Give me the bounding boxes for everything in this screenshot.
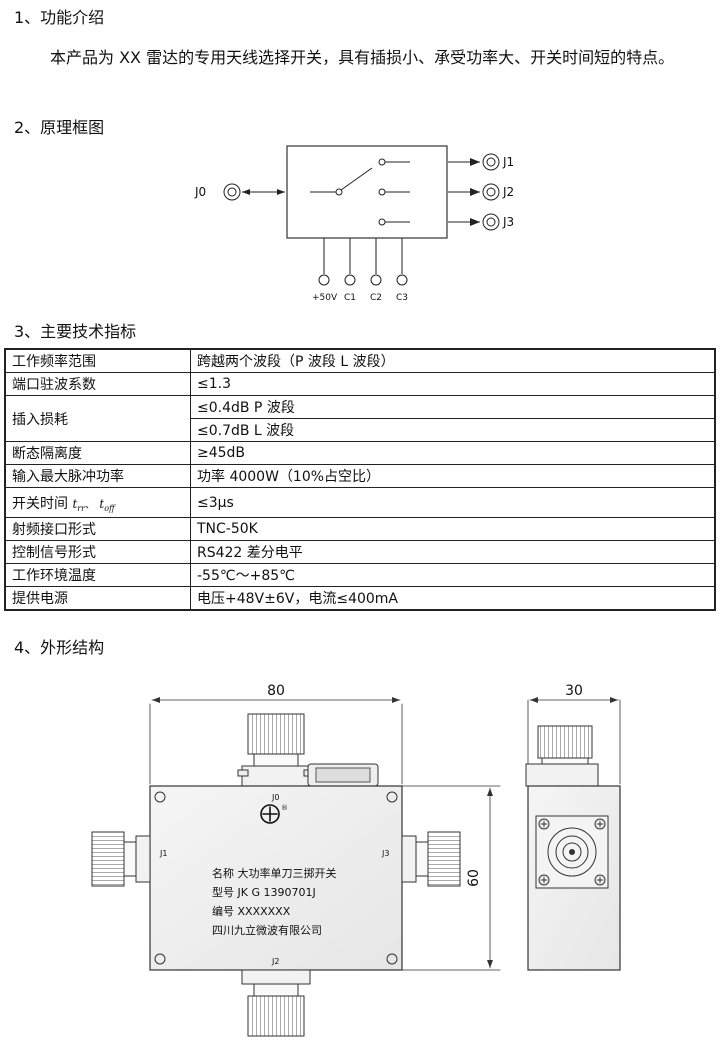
- pin-c2-label: C2: [370, 293, 382, 303]
- port-j1-icon: [482, 153, 500, 171]
- spec-value: ≤3μs: [190, 487, 716, 518]
- connector-j0-thread: [247, 713, 305, 755]
- body-port-j1-label: J1: [159, 849, 167, 858]
- body-port-j3-label: J3: [381, 849, 389, 858]
- nameplate-line-3: 编号 XXXXXXX: [212, 904, 291, 918]
- section-4-title: 4、外形结构: [14, 638, 105, 657]
- connector-j2-thread: [247, 995, 305, 1037]
- switch-box: [286, 145, 448, 239]
- registered-mark: ®: [281, 804, 288, 812]
- table-row: 输入最大脉冲功率功率 4000W（10%占空比）: [4, 464, 716, 488]
- table-row: 断态隔离度≥45dB: [4, 441, 716, 465]
- company-logo-icon: [260, 804, 280, 824]
- spec-value: ≤0.4dB P 波段: [190, 395, 716, 419]
- table-row: ≤0.7dB L 波段: [5, 418, 716, 442]
- spec-table: 工作频率范围跨越两个波段（P 波段 L 波段） 端口驻波系数≤1.3 插入损耗≤…: [4, 348, 716, 611]
- connector-j3-thread: [427, 831, 461, 887]
- spec-key: 提供电源: [4, 586, 191, 611]
- table-row: 工作频率范围跨越两个波段（P 波段 L 波段）: [4, 348, 716, 373]
- pin-c1-label: C1: [344, 293, 356, 303]
- port-j2-label: J2: [502, 185, 514, 199]
- spec-value: -55℃～+85℃: [190, 563, 716, 587]
- table-row: 插入损耗≤0.4dB P 波段: [4, 395, 716, 442]
- port-j0-icon: [223, 183, 241, 201]
- table-row: 端口驻波系数≤1.3: [4, 372, 716, 396]
- spec-key: 工作频率范围: [4, 348, 191, 373]
- spec-value: TNC-50K: [190, 517, 716, 541]
- section-2-title: 2、原理框图: [14, 118, 105, 137]
- spec-key: 射频接口形式: [4, 517, 191, 541]
- port-j0-label: J0: [194, 185, 206, 199]
- nameplate-line-4: 四川九立微波有限公司: [212, 923, 322, 937]
- height-dimension-label: 60: [466, 869, 482, 887]
- port-j1-label: J1: [502, 155, 514, 169]
- body-port-j0-label: J0: [271, 793, 279, 802]
- spec-value: 电压+48V±6V，电流≤400mA: [190, 586, 716, 611]
- spec-key: 端口驻波系数: [4, 372, 191, 396]
- pin-c3-label: C3: [396, 293, 408, 303]
- t-rr-subscript: rr: [77, 503, 85, 513]
- switch-time-label: 开关时间: [12, 495, 68, 512]
- spec-value: 跨越两个波段（P 波段 L 波段）: [190, 348, 716, 373]
- symbol-separator: 、: [84, 499, 95, 511]
- spec-value: ≤1.3: [190, 372, 716, 396]
- nameplate-line-1: 名称 大功率单刀三掷开关: [212, 866, 337, 880]
- section-1-text-content: 本产品为 XX 雷达的专用天线选择开关，具有插损小、承受功率大、开关时间短的特点…: [50, 48, 675, 67]
- section-1-title: 1、功能介绍: [14, 8, 105, 27]
- side-connector-thread: [537, 725, 593, 759]
- spec-key: 断态隔离度: [4, 441, 191, 465]
- spec-value: 功率 4000W（10%占空比）: [190, 464, 716, 488]
- port-j2-icon: [482, 183, 500, 201]
- t-symbol: t: [99, 496, 105, 511]
- section-1-text: 本产品为 XX 雷达的专用天线选择开关，具有插损小、承受功率大、开关时间短的特点…: [14, 44, 710, 72]
- t-symbol: t: [72, 496, 78, 511]
- body-port-j2-label: J2: [271, 957, 279, 966]
- port-j3-label: J3: [502, 215, 514, 229]
- port-j3-icon: [482, 213, 500, 231]
- spec-key: 控制信号形式: [4, 540, 191, 564]
- spec-value: ≥45dB: [190, 441, 716, 465]
- switch-body: [149, 785, 403, 971]
- spec-key: 输入最大脉冲功率: [4, 464, 191, 488]
- table-row: 开关时间 trr、 toff≤3μs: [4, 487, 716, 518]
- table-row: 工作环境温度-55℃～+85℃: [4, 563, 716, 587]
- depth-dimension-label: 30: [565, 683, 583, 699]
- t-off-subscript: off: [104, 503, 115, 513]
- spec-key: 开关时间 trr、 toff: [4, 487, 191, 518]
- section-3-title: 3、主要技术指标: [14, 322, 137, 341]
- nameplate-line-2: 型号 JK G 1390701J: [212, 885, 316, 899]
- pin-50v-label: +50V: [312, 293, 338, 303]
- table-row: 提供电源电压+48V±6V，电流≤400mA: [4, 586, 716, 611]
- width-dimension-label: 80: [267, 683, 285, 699]
- spec-value: ≤0.7dB L 波段: [190, 418, 716, 442]
- block-diagram: J0 J1 J2 J3 +5: [194, 145, 514, 303]
- spec-key: 插入损耗: [4, 395, 191, 442]
- spec-value: RS422 差分电平: [190, 540, 716, 564]
- connector-j1-thread: [91, 831, 125, 887]
- outline-drawing: 80 30 60 J0 J1 J3 J2: [91, 683, 621, 1037]
- spec-key: 工作环境温度: [4, 563, 191, 587]
